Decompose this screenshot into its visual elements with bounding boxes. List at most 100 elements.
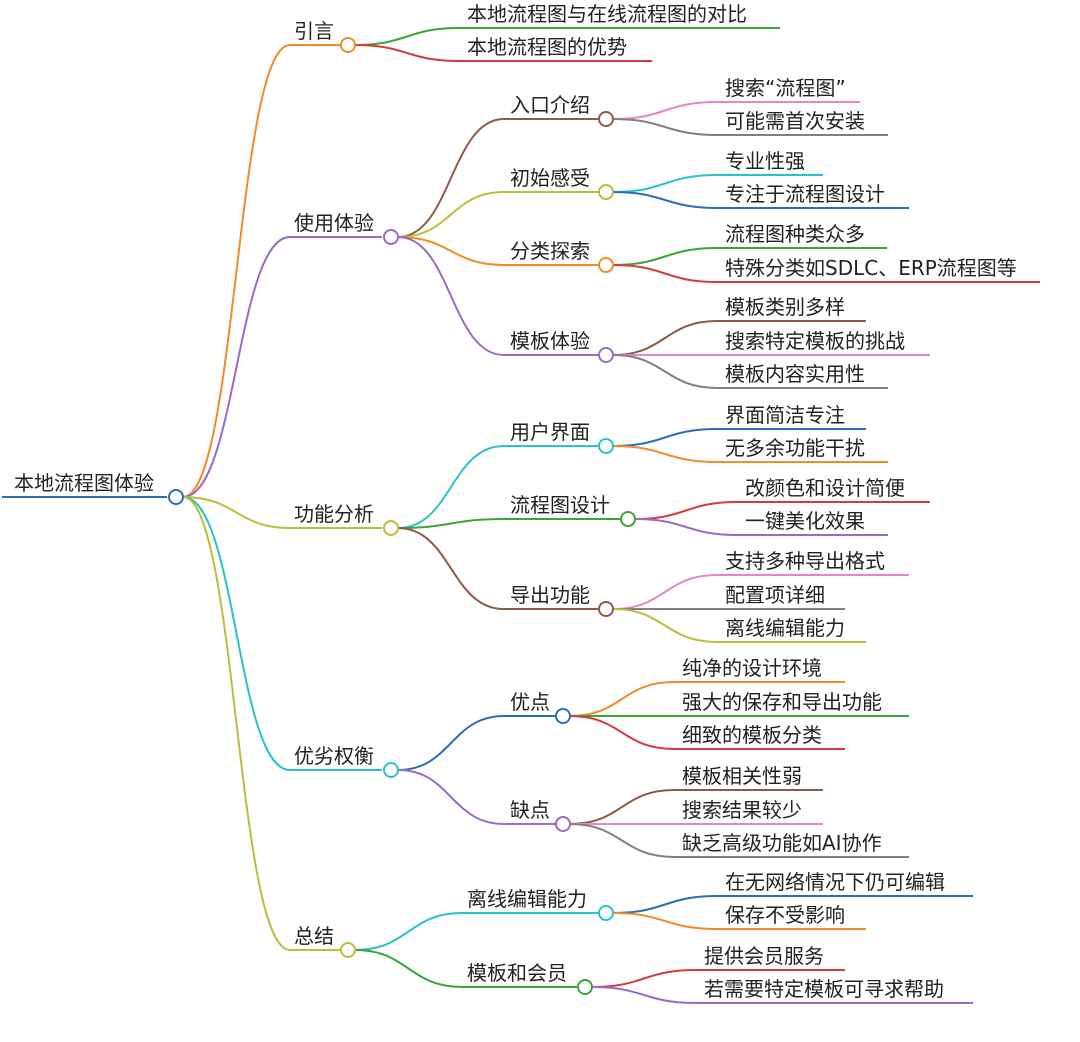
leaf-topic[interactable]: 专业性强	[725, 149, 805, 173]
leaf-topic[interactable]: 流程图种类众多	[725, 222, 865, 246]
subtopic-connector	[397, 236, 505, 266]
leaf-connector	[612, 895, 718, 914]
leaf-topic[interactable]: 缺乏高级功能如AI协作	[682, 831, 882, 855]
subtopic-collapse-knot[interactable]	[598, 905, 614, 921]
leaf-connector	[612, 101, 718, 120]
subtopic-connector	[397, 527, 505, 610]
leaf-topic[interactable]: 保存不受影响	[725, 903, 845, 927]
branch-topic[interactable]: 引言	[294, 19, 334, 43]
leaf-connector	[612, 354, 718, 389]
subtopic[interactable]: 流程图设计	[510, 493, 610, 517]
leaf-topic[interactable]: 模板类别多样	[725, 295, 845, 319]
leaf-topic[interactable]: 无多余功能干扰	[725, 436, 865, 460]
branch-collapse-knot[interactable]	[383, 520, 399, 536]
subtopic-collapse-knot[interactable]	[598, 184, 614, 200]
branch-collapse-knot[interactable]	[383, 762, 399, 778]
leaf-topic[interactable]: 强大的保存和导出功能	[682, 690, 882, 714]
leaf-topic[interactable]: 一键美化效果	[745, 509, 865, 533]
leaf-topic[interactable]: 细致的模板分类	[682, 723, 822, 747]
leaf-topic[interactable]: 纯净的设计环境	[682, 656, 822, 680]
subtopic-connector	[397, 118, 505, 238]
leaf-connector	[634, 501, 738, 520]
subtopic-collapse-knot[interactable]	[598, 111, 614, 127]
leaf-connector	[612, 445, 718, 463]
leaf-topic[interactable]: 搜索结果较少	[682, 798, 802, 822]
leaf-topic[interactable]: 搜索“流程图”	[725, 76, 846, 100]
leaf-connector	[612, 428, 718, 447]
leaf-topic[interactable]: 在无网络情况下仍可编辑	[725, 870, 945, 894]
leaf-connector	[591, 969, 697, 988]
leaf-topic[interactable]: 配置项详细	[725, 583, 825, 607]
branch-topic[interactable]: 功能分析	[294, 502, 374, 526]
leaf-connector	[354, 27, 460, 46]
leaf-connector	[634, 518, 738, 536]
branch-collapse-knot[interactable]	[340, 942, 356, 958]
leaf-topic[interactable]: 改颜色和设计简便	[745, 476, 905, 500]
leaf-topic[interactable]: 离线编辑能力	[725, 616, 845, 640]
subtopic[interactable]: 用户界面	[510, 420, 590, 444]
subtopic-connector	[397, 236, 505, 356]
leaf-connector	[569, 823, 675, 858]
leaf-topic[interactable]: 本地流程图与在线流程图的对比	[467, 2, 747, 26]
leaf-connector	[612, 320, 718, 356]
subtopic-connector	[354, 912, 463, 951]
subtopic[interactable]: 缺点	[510, 798, 550, 822]
leaf-topic[interactable]: 搜索特定模板的挑战	[725, 329, 905, 353]
root-collapse-knot[interactable]	[168, 489, 184, 505]
leaf-connector	[569, 715, 675, 750]
leaf-connector	[612, 191, 718, 209]
leaf-topic[interactable]: 专注于流程图设计	[725, 182, 885, 206]
subtopic-collapse-knot[interactable]	[620, 511, 636, 527]
subtopic[interactable]: 导出功能	[510, 583, 590, 607]
subtopic-connector	[397, 518, 505, 529]
leaf-connector	[612, 608, 718, 643]
leaf-connector	[354, 44, 460, 62]
leaf-topic[interactable]: 界面简洁专注	[725, 403, 845, 427]
leaf-connector	[612, 912, 718, 930]
branch-connector	[182, 496, 291, 529]
subtopic-collapse-knot[interactable]	[598, 347, 614, 363]
leaf-topic[interactable]: 若需要特定模板可寻求帮助	[704, 977, 944, 1001]
subtopic-connector	[397, 715, 505, 771]
subtopic[interactable]: 入口介绍	[510, 93, 590, 117]
subtopic[interactable]: 模板和会员	[467, 961, 567, 985]
leaf-connector	[612, 174, 718, 193]
leaf-topic[interactable]: 提供会员服务	[704, 944, 824, 968]
leaf-connector	[612, 118, 718, 136]
leaf-connector	[612, 264, 718, 283]
branch-topic[interactable]: 使用体验	[294, 211, 374, 235]
subtopic[interactable]: 模板体验	[510, 329, 590, 353]
leaf-connector	[591, 986, 697, 1004]
subtopic[interactable]: 优点	[510, 690, 550, 714]
root-topic[interactable]: 本地流程图体验	[14, 471, 154, 495]
leaf-topic[interactable]: 模板内容实用性	[725, 362, 865, 386]
subtopic-collapse-knot[interactable]	[577, 979, 593, 995]
branch-connector	[182, 236, 291, 498]
node-layer: 本地流程图体验引言本地流程图与在线流程图的对比本地流程图的优势使用体验入口介绍搜…	[14, 2, 1017, 1001]
subtopic-connector	[397, 191, 505, 238]
leaf-topic[interactable]: 特殊分类如SDLC、ERP流程图等	[725, 256, 1017, 280]
branch-topic[interactable]: 优劣权衡	[294, 744, 374, 768]
branch-connector	[182, 44, 291, 498]
branch-connector	[182, 496, 291, 951]
leaf-topic[interactable]: 支持多种导出格式	[725, 549, 885, 573]
subtopic-collapse-knot[interactable]	[555, 816, 571, 832]
subtopic-collapse-knot[interactable]	[598, 601, 614, 617]
leaf-topic[interactable]: 本地流程图的优势	[467, 35, 627, 59]
branch-collapse-knot[interactable]	[383, 229, 399, 245]
subtopic[interactable]: 离线编辑能力	[467, 887, 587, 911]
subtopic[interactable]: 初始感受	[510, 166, 590, 190]
leaf-topic[interactable]: 可能需首次安装	[725, 109, 865, 133]
subtopic-collapse-knot[interactable]	[555, 708, 571, 724]
subtopic-connector	[397, 445, 505, 529]
subtopic-collapse-knot[interactable]	[598, 257, 614, 273]
connector-layer	[2, 27, 1040, 1004]
subtopic[interactable]: 分类探索	[510, 239, 590, 263]
leaf-connector	[612, 247, 718, 266]
branch-collapse-knot[interactable]	[340, 37, 356, 53]
subtopic-collapse-knot[interactable]	[598, 438, 614, 454]
leaf-topic[interactable]: 模板相关性弱	[682, 764, 802, 788]
branch-topic[interactable]: 总结	[294, 924, 334, 948]
leaf-connector	[612, 574, 718, 610]
